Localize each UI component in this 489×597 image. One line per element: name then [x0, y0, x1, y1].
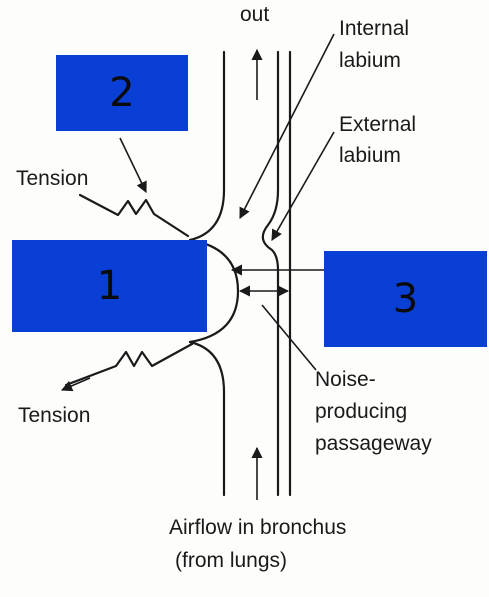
internal-labium-label-line1: Internal	[339, 17, 410, 40]
noise-passageway-label-line2: producing	[315, 400, 408, 423]
noise-passageway-label-line1: Noise-	[315, 368, 376, 391]
tension-arrow-bottom	[60, 377, 91, 392]
tension-label-top: Tension	[16, 167, 89, 190]
overlay-number-2: 2	[109, 70, 135, 116]
tension-label-bottom: Tension	[18, 404, 91, 427]
overlay-box-1: 1	[12, 240, 207, 332]
external-labium-label-line1: External	[339, 113, 417, 136]
airflow-label-line1: Airflow in bronchus	[169, 516, 347, 539]
left-wall-lower	[188, 340, 226, 497]
left-wall-upper	[188, 50, 226, 242]
airflow-label-line2: (from lungs)	[175, 549, 288, 572]
external-labium-leader	[271, 131, 335, 241]
overlay-number-1: 1	[96, 263, 123, 309]
right-inner-wall	[261, 50, 280, 497]
internal-labium-leader	[239, 33, 335, 219]
external-labium-label-line2: labium	[339, 144, 401, 167]
noise-passageway-leader	[261, 304, 317, 371]
out-label: out	[240, 3, 270, 26]
noise-passageway-label-line3: passageway	[315, 432, 432, 455]
tension-zigzag-top	[78, 193, 190, 238]
overlay-box-3: 3	[324, 251, 487, 347]
internal-labium-label-line2: labium	[339, 49, 401, 72]
tension-arrow-top	[119, 137, 147, 194]
tension-zigzag-bottom	[64, 342, 194, 387]
overlay-number-3: 3	[392, 276, 419, 322]
internal-labium	[188, 238, 240, 344]
overlay-box-2: 2	[56, 55, 188, 131]
